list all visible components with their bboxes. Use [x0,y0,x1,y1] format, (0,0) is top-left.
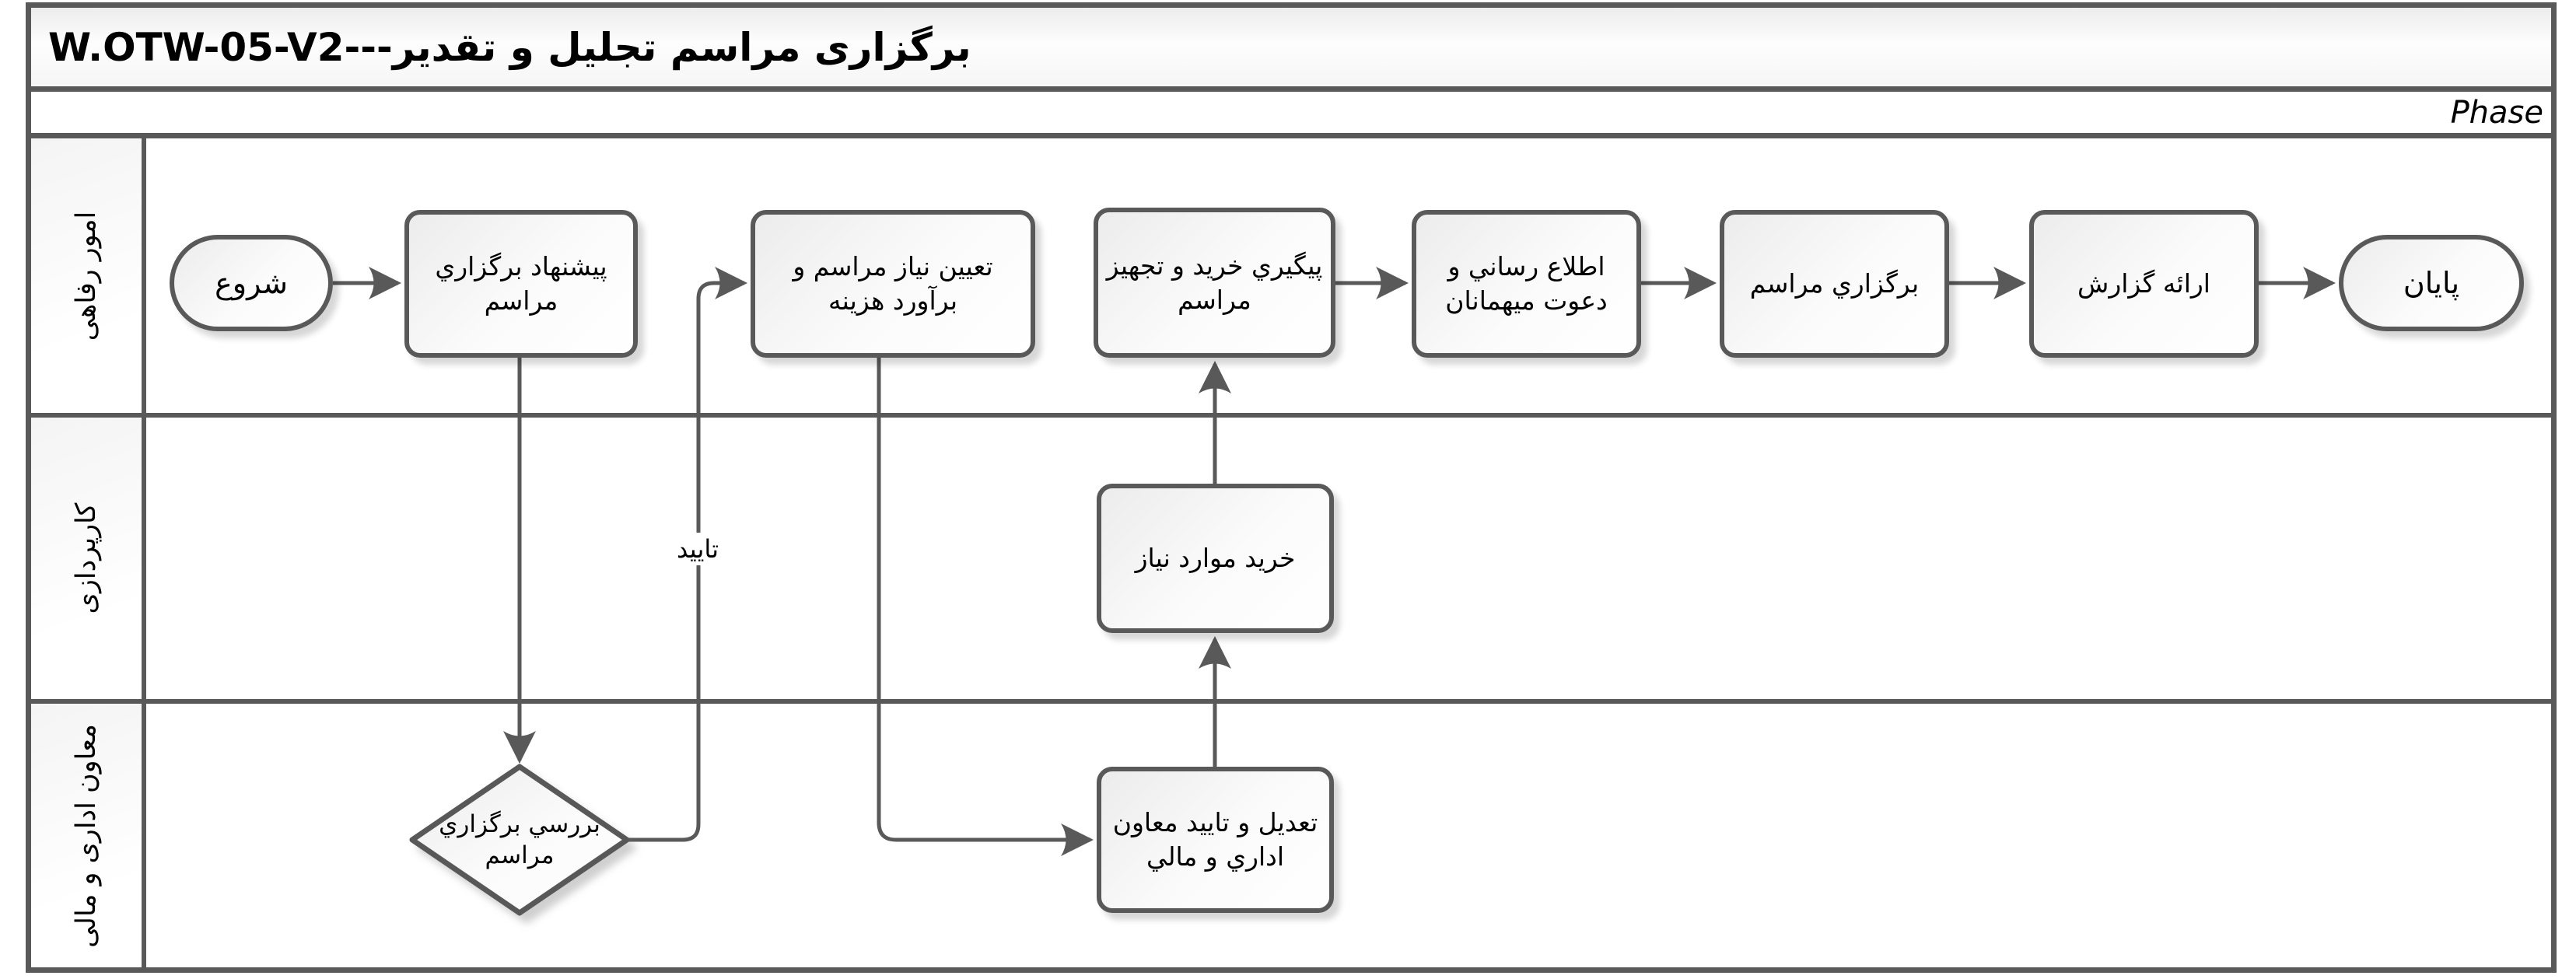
task-purchase-items-label: خرید موارد نیاز [1135,543,1296,574]
lane-admin-financial-deputy: معاون اداری و مالی [31,704,2551,967]
task-determine-needs-label: تعیین نیاز مراسم و برآورد هزینه [793,251,993,316]
task-hold-ceremony: برگزاري مراسم [1720,210,1949,358]
task-adjust-approve-deputy: تعدیل و تایید معاون اداري و مالي [1097,767,1334,913]
task-propose-ceremony-label: پیشنهاد برگزاري مراسم [435,251,607,316]
task-propose-ceremony: پیشنهاد برگزاري مراسم [404,210,638,358]
lanes-container: امور رفاهی کارپردازی معاون اداری و مالی [31,138,2551,967]
start-event: شروع [170,235,333,331]
task-follow-up-purchase-label: پیگیري خرید و تجهیز مراسم [1106,250,1323,315]
task-determine-needs: تعیین نیاز مراسم و برآورد هزینه [751,210,1035,358]
connector-determine-to-adjust [877,358,1094,856]
end-event-label: پایان [2403,266,2460,300]
task-hold-ceremony-label: برگزاري مراسم [1749,268,1920,299]
task-purchase-items: خرید موارد نیاز [1097,484,1334,633]
lane-label-cell-procurement: کارپردازی [31,418,146,699]
edge-label-approve: تایید [670,533,726,565]
task-follow-up-purchase: پیگیري خرید و تجهیز مراسم [1094,208,1335,358]
decision-review-ceremony-shape [409,764,630,916]
lane-procurement: کارپردازی [31,418,2551,704]
decision-review-ceremony-label: بررسي برگزاري مراسم [439,809,600,869]
title-bar: برگزاری مراسم تجلیل و تقدیر---W.OTW-05-V… [31,8,2551,92]
diagram-title: برگزاری مراسم تجلیل و تقدیر---W.OTW-05-V… [48,24,971,70]
phase-label: Phase [2450,94,2543,131]
lane-label-cell-deputy: معاون اداری و مالی [31,704,146,967]
task-adjust-approve-deputy-label: تعدیل و تایید معاون اداري و مالي [1112,807,1318,872]
task-inform-invite-guests: اطلاع رساني و دعوت میهمانان [1412,210,1641,358]
task-inform-invite-guests-label: اطلاع رساني و دعوت میهمانان [1445,251,1608,316]
lane-welfare-affairs: امور رفاهی [31,138,2551,418]
lane-label-cell-welfare: امور رفاهی [31,138,146,413]
task-present-report: ارائه گزارش [2029,210,2259,358]
start-event-label: شروع [215,266,288,300]
end-event: پایان [2339,235,2524,331]
task-present-report-label: ارائه گزارش [2077,268,2210,299]
phase-row: Phase [31,92,2551,138]
